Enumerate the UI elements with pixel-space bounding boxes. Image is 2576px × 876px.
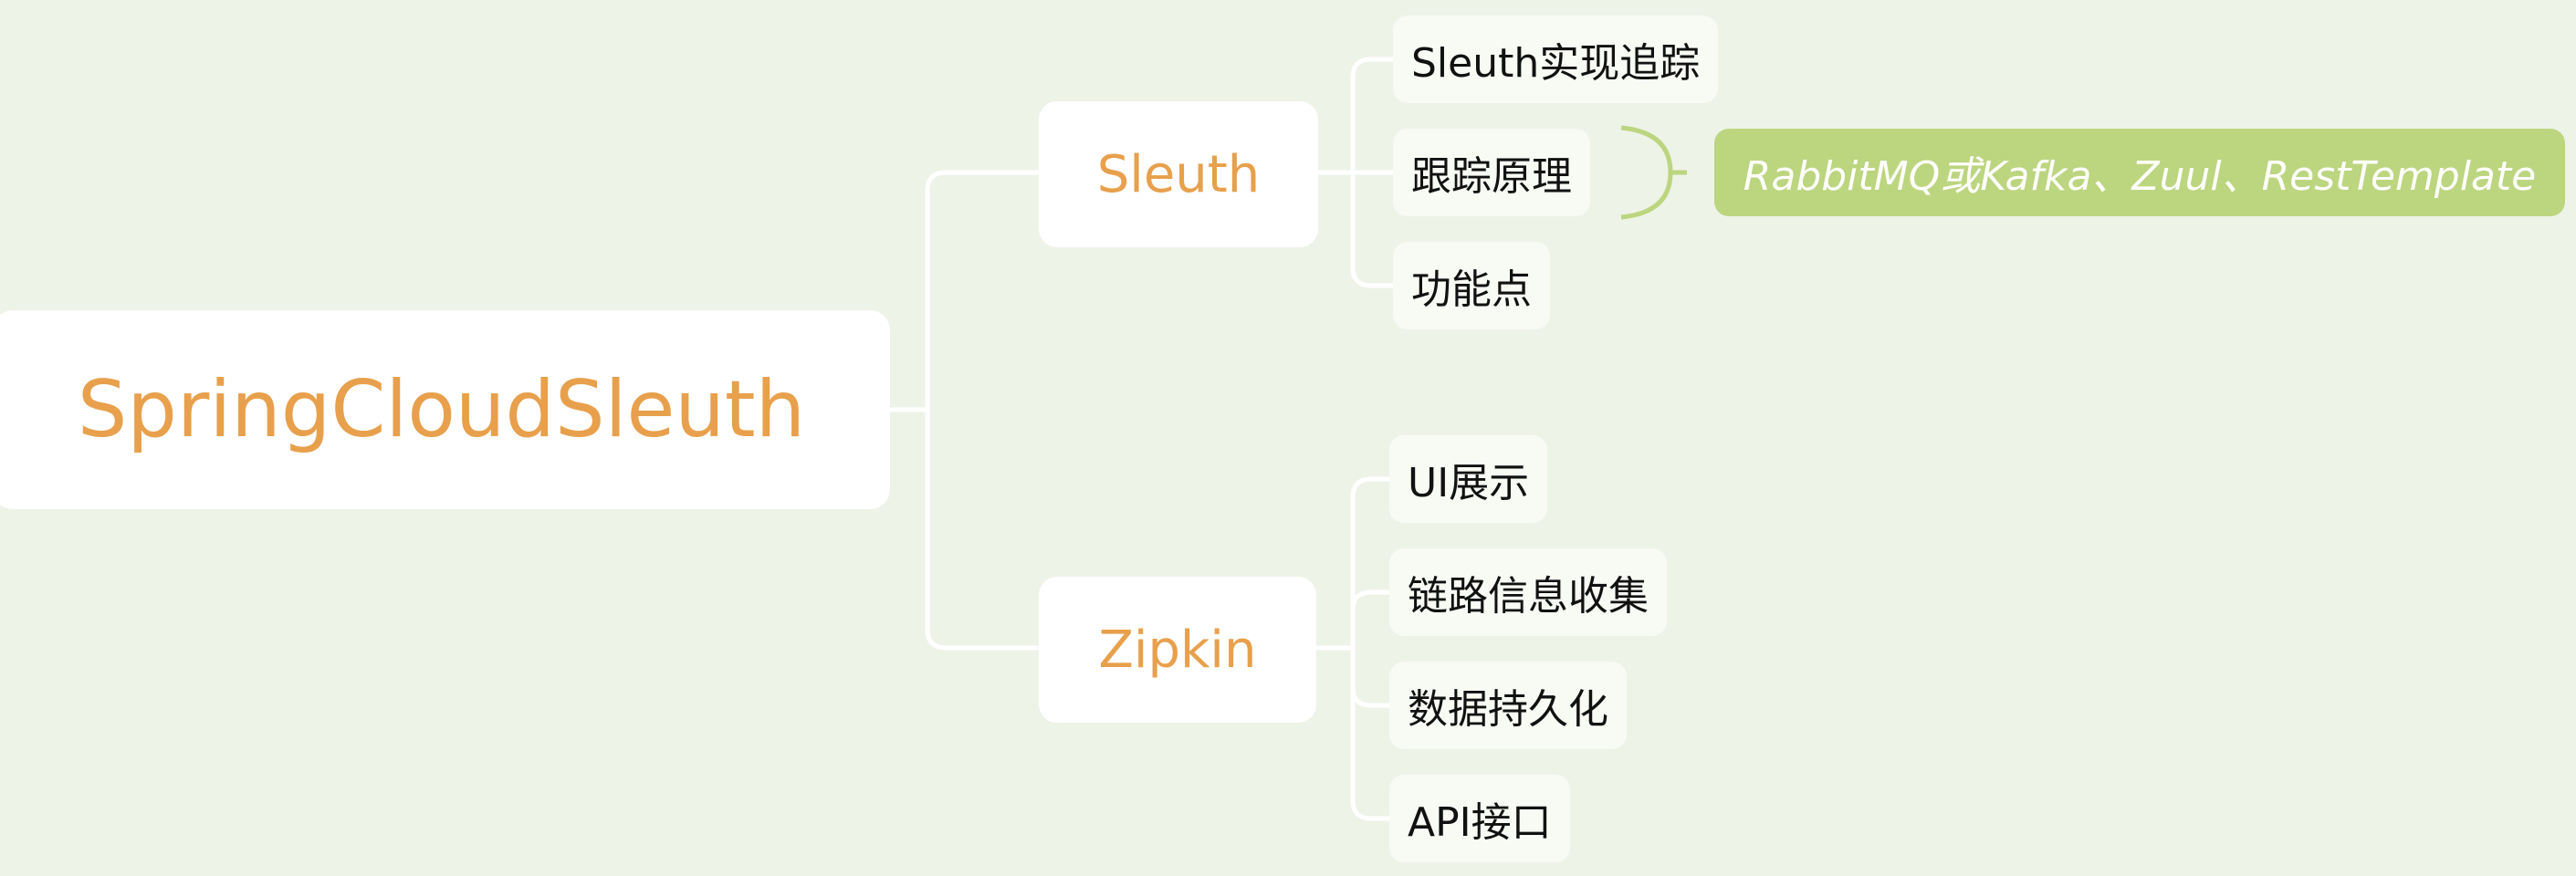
connector-sleuth-child-1 xyxy=(1350,57,1393,172)
root-node-label: SpringCloudSleuth xyxy=(77,364,806,455)
summary-bracket xyxy=(1620,125,1673,220)
topic-node-sleuth-tracing[interactable]: Sleuth实现追踪 xyxy=(1393,16,1719,103)
connector-zipkin-child-1 xyxy=(1350,476,1389,648)
topic-node-label: 跟踪原理 xyxy=(1411,153,1572,200)
topic-node-label: API接口 xyxy=(1408,799,1552,846)
topic-node-api[interactable]: API接口 xyxy=(1389,775,1570,862)
topic-node-ui-display[interactable]: UI展示 xyxy=(1389,435,1548,523)
branch-node-zipkin-label: Zipkin xyxy=(1098,620,1257,680)
branch-node-sleuth[interactable]: Sleuth xyxy=(1039,101,1318,247)
connector-root-to-sleuth xyxy=(925,170,1039,410)
connector-zipkin-child-2 xyxy=(1350,589,1389,648)
topic-node-label: 功能点 xyxy=(1411,266,1532,313)
summary-node-label: RabbitMQ或Kafka、Zuul、RestTemplate xyxy=(1743,153,2537,200)
topic-node-features[interactable]: 功能点 xyxy=(1393,242,1550,329)
topic-node-label: Sleuth实现追踪 xyxy=(1411,40,1701,87)
topic-node-trace-collection[interactable]: 链路信息收集 xyxy=(1389,548,1667,636)
root-node[interactable]: SpringCloudSleuth xyxy=(0,310,890,509)
connector-zipkin-child-3 xyxy=(1350,648,1389,708)
branch-node-zipkin[interactable]: Zipkin xyxy=(1039,577,1316,723)
topic-node-data-persistence[interactable]: 数据持久化 xyxy=(1389,662,1627,749)
topic-node-label: 链路信息收集 xyxy=(1408,573,1649,620)
topic-node-label: UI展示 xyxy=(1408,460,1530,506)
connector-sleuth-child-3 xyxy=(1350,172,1393,288)
summary-node[interactable]: RabbitMQ或Kafka、Zuul、RestTemplate xyxy=(1714,129,2565,216)
connector-root-to-zipkin xyxy=(925,410,1039,651)
branch-node-sleuth-label: Sleuth xyxy=(1096,144,1261,204)
connector-zipkin-child-4 xyxy=(1350,648,1389,821)
topic-node-tracking-principle[interactable]: 跟踪原理 xyxy=(1393,129,1590,216)
topic-node-label: 数据持久化 xyxy=(1408,686,1608,733)
